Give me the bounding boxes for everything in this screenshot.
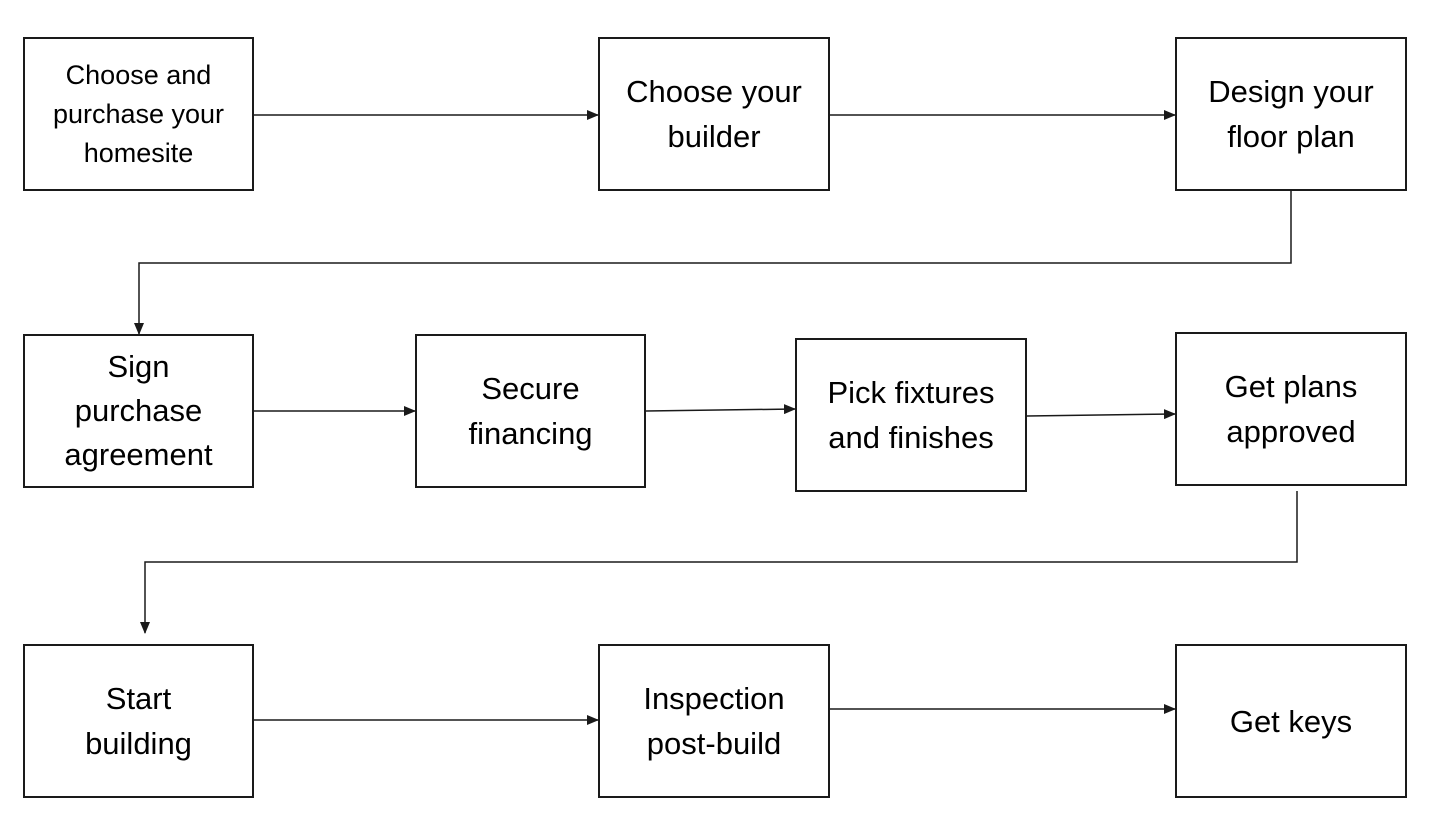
step-get-plans-approved: Get plans approved <box>1175 332 1407 486</box>
step-choose-builder: Choose your builder <box>598 37 830 191</box>
step-inspection-post-build: Inspection post-build <box>598 644 830 798</box>
step-sign-purchase-agreement: Sign purchase agreement <box>23 334 254 488</box>
step-label: Inspection post-build <box>643 681 785 761</box>
step-label: Design your floor plan <box>1208 74 1374 154</box>
step-design-floor-plan: Design your floor plan <box>1175 37 1407 191</box>
step-label: Pick fixtures and finishes <box>827 375 995 455</box>
arrow-step3-to-step4 <box>134 191 1292 335</box>
step-label: Start building <box>85 681 192 761</box>
arrow-step7-to-step8 <box>140 491 1298 634</box>
arrow-step6-to-step7 <box>1026 409 1176 420</box>
step-choose-homesite: Choose and purchase your homesite <box>23 37 254 191</box>
step-label: Sign purchase agreement <box>64 349 213 472</box>
arrow-step5-to-step6 <box>645 404 796 415</box>
step-label: Choose your builder <box>626 74 802 154</box>
step-pick-fixtures: Pick fixtures and finishes <box>795 338 1027 492</box>
step-start-building: Start building <box>23 644 254 798</box>
step-label: Get plans approved <box>1224 369 1358 449</box>
step-secure-financing: Secure financing <box>415 334 646 488</box>
step-label: Choose and purchase your homesite <box>52 59 225 168</box>
step-label: Secure financing <box>468 371 593 451</box>
step-get-keys: Get keys <box>1175 644 1407 798</box>
step-label: Get keys <box>1229 703 1353 739</box>
